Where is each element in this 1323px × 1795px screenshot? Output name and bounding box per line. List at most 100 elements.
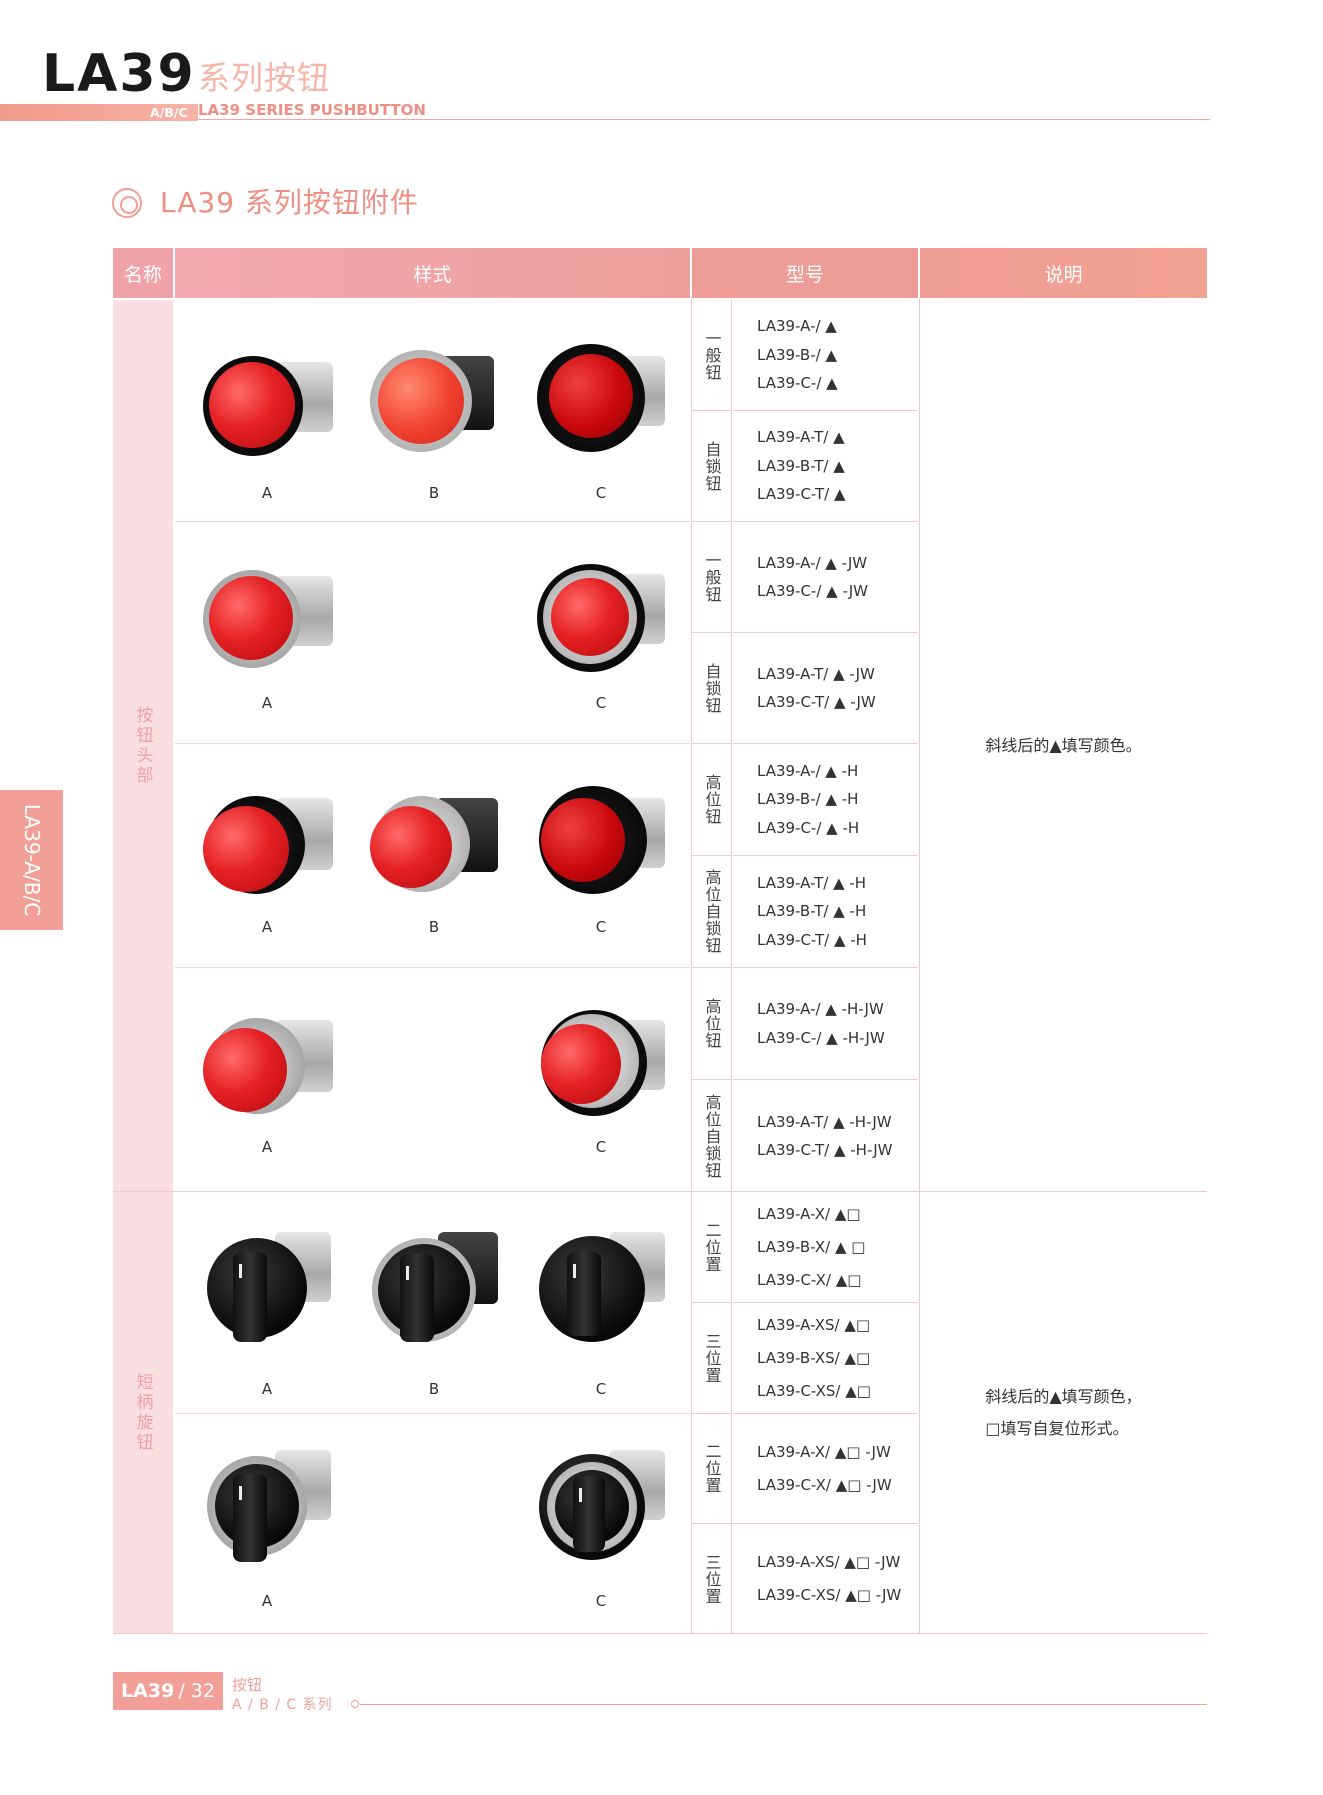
variant-label: C xyxy=(595,918,607,936)
type-cell: 高位自锁钮 xyxy=(692,1080,732,1192)
model-cell: LA39-A-T/ ▲ LA39-B-T/ ▲ LA39-C-T/ ▲ xyxy=(733,411,918,522)
variant-label: C xyxy=(595,1592,607,1610)
style-block: A C xyxy=(175,1414,690,1634)
variant-label: A xyxy=(261,484,273,502)
header-subtitle-en: LA39 SERIES PUSHBUTTON xyxy=(198,101,426,119)
header-model: 型号 xyxy=(692,248,918,298)
model-cell: LA39-A-XS/ ▲□ -JW LA39-C-XS/ ▲□ -JW xyxy=(733,1524,918,1634)
model-code: LA39-B-/ ▲ xyxy=(757,345,837,364)
accessory-table: 名称 样式 型号 说明 按钮头部 短柄旋钮 A B xyxy=(113,248,1207,1634)
variant-label: A xyxy=(261,1380,273,1398)
variant-label: C xyxy=(595,1138,607,1156)
category-cell-button-head: 按钮头部 xyxy=(113,300,173,1192)
style-block: A B C xyxy=(175,744,690,968)
type-cell: 自锁钮 xyxy=(692,411,732,522)
model-cell: LA39-A-X/ ▲□ LA39-B-X/ ▲ □ LA39-C-X/ ▲□ xyxy=(733,1192,918,1303)
type-cell: 一般钮 xyxy=(692,300,732,411)
section-title: LA39 系列按钮附件 xyxy=(160,186,419,219)
style-block: A C xyxy=(175,522,690,744)
model-code: LA39-C-/ ▲ -JW xyxy=(757,582,868,600)
variant-label: C xyxy=(595,484,607,502)
style-block: A C xyxy=(175,968,690,1192)
variant-a: A xyxy=(197,1192,337,1414)
variant-c: C xyxy=(531,1414,671,1634)
model-code: LA39-A-T/ ▲ xyxy=(757,428,845,447)
model-cell: LA39-A-/ ▲ LA39-B-/ ▲ LA39-C-/ ▲ xyxy=(733,300,918,411)
header-name: 名称 xyxy=(113,248,173,298)
grid-line xyxy=(113,1191,1207,1192)
model-cell: LA39-A-X/ ▲□ -JW LA39-C-X/ ▲□ -JW xyxy=(733,1414,918,1524)
variant-label: C xyxy=(595,694,607,712)
extended-button-image xyxy=(203,788,333,900)
model-cell: LA39-A-/ ▲ -H-JW LA39-C-/ ▲ -H-JW xyxy=(733,968,918,1080)
model-cell: LA39-A-/ ▲ -JW LA39-C-/ ▲ -JW xyxy=(733,522,918,633)
model-code: LA39-A-XS/ ▲□ -JW xyxy=(757,1553,901,1571)
header-desc: 说明 xyxy=(920,248,1207,298)
type-cell: 高位钮 xyxy=(692,744,732,856)
model-code: LA39-C-XS/ ▲□ -JW xyxy=(757,1586,902,1604)
selector-switch-image xyxy=(537,1232,667,1352)
variant-c: C xyxy=(531,1192,671,1414)
model-code: LA39-A-XS/ ▲□ xyxy=(757,1315,871,1334)
selector-switch-image xyxy=(203,1232,333,1352)
section-bullet-icon xyxy=(112,188,142,218)
variant-c: C xyxy=(531,300,671,522)
model-code: LA39-C-T/ ▲ -JW xyxy=(757,693,876,711)
description-cell: 斜线后的▲填写颜色。 xyxy=(920,300,1207,1192)
type-label: 高位钮 xyxy=(702,998,722,1049)
model-code: LA39-B-/ ▲ -H xyxy=(757,790,859,809)
variant-label: C xyxy=(595,1380,607,1398)
model-cell: LA39-A-T/ ▲ -H LA39-B-T/ ▲ -H LA39-C-T/ … xyxy=(733,856,918,968)
variant-c: C xyxy=(531,744,671,968)
footer-brand: LA39 xyxy=(121,1680,175,1702)
type-label: 二位置 xyxy=(702,1221,722,1273)
model-code: LA39-B-X/ ▲ □ xyxy=(757,1237,866,1256)
variant-label: A xyxy=(261,918,273,936)
extended-button-image xyxy=(537,1006,667,1120)
header-title: LA39 xyxy=(42,44,196,104)
variant-label: B xyxy=(428,1380,440,1398)
model-code: LA39-A-T/ ▲ -H xyxy=(757,873,867,892)
type-cell: 自锁钮 xyxy=(692,633,732,744)
footer-page-number: / 32 xyxy=(178,1680,215,1702)
variant-label: B xyxy=(428,484,440,502)
header-title-cn: 系列按钮 xyxy=(198,59,331,97)
variant-a: A xyxy=(197,744,337,968)
model-code: LA39-C-XS/ ▲□ xyxy=(757,1381,871,1400)
model-code: LA39-C-X/ ▲□ -JW xyxy=(757,1475,892,1494)
style-block: A B C xyxy=(175,1192,690,1414)
model-cell: LA39-A-T/ ▲ -JW LA39-C-T/ ▲ -JW xyxy=(733,633,918,744)
model-cell: LA39-A-XS/ ▲□ LA39-B-XS/ ▲□ LA39-C-XS/ ▲… xyxy=(733,1303,918,1414)
type-cell: 高位钮 xyxy=(692,968,732,1080)
type-cell: 一般钮 xyxy=(692,522,732,633)
model-code: LA39-B-T/ ▲ xyxy=(757,456,845,475)
style-block: A B C xyxy=(175,300,690,522)
type-label: 一般钮 xyxy=(702,551,722,603)
category-cell-selector: 短柄旋钮 xyxy=(113,1192,173,1634)
variant-label: A xyxy=(261,694,273,712)
footer-label: 按钮 xyxy=(232,1676,263,1694)
type-cell: 三位置 xyxy=(692,1524,732,1634)
description-cell: 斜线后的▲填写颜色， □填写自复位形式。 xyxy=(920,1192,1207,1634)
variant-label: A xyxy=(261,1592,273,1610)
model-code: LA39-B-T/ ▲ -H xyxy=(757,902,867,921)
model-code: LA39-A-T/ ▲ -JW xyxy=(757,664,875,683)
flush-button-image xyxy=(203,562,333,672)
header-rule xyxy=(198,119,1210,120)
model-code: LA39-C-T/ ▲ -H-JW xyxy=(757,1141,893,1159)
side-tab: LA39-A/B/C xyxy=(0,790,63,930)
grid-line xyxy=(691,298,692,1634)
extended-button-image xyxy=(203,1010,333,1122)
category-label: 按钮头部 xyxy=(132,706,153,786)
flush-button-image xyxy=(537,560,667,674)
footer-rule xyxy=(360,1704,1207,1705)
model-code: LA39-A-/ ▲ xyxy=(757,317,837,336)
variant-b: B xyxy=(364,744,504,968)
category-label: 短柄旋钮 xyxy=(132,1373,153,1453)
type-label: 高位钮 xyxy=(702,774,722,825)
type-cell: 高位自锁钮 xyxy=(692,856,732,968)
variant-a: A xyxy=(197,968,337,1192)
variant-a: A xyxy=(197,300,337,522)
model-code: LA39-A-/ ▲ -JW xyxy=(757,553,868,572)
model-code: LA39-A-X/ ▲□ xyxy=(757,1204,861,1223)
